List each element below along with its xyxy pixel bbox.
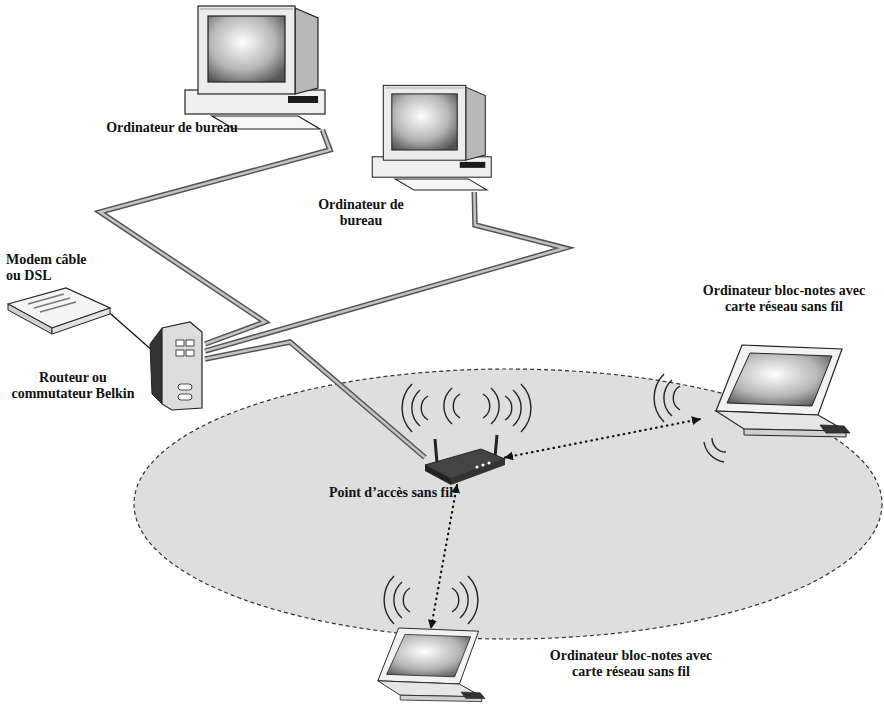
desktop-computer-icon: [185, 6, 325, 129]
wireless-link-arrow: [505, 419, 700, 457]
modem-icon: [8, 288, 110, 334]
desktop-computer-icon: [372, 85, 491, 190]
wireless-access-point: Point d’accès sans fil: [425, 435, 505, 485]
laptop-icon: [716, 345, 850, 437]
device-label: Ordinateur bloc-notes avec carte réseau …: [533, 648, 729, 680]
wireless-link-arrow: [431, 485, 457, 628]
device-label: Modem câble ou DSL: [6, 252, 94, 284]
device-label: Ordinateur bloc-notes avec carte réseau …: [686, 283, 882, 315]
device-label: Ordinateur de bureau: [102, 120, 242, 136]
network-cable: [205, 192, 565, 351]
desktop-computer: Ordinateur de bureau: [180, 2, 330, 130]
access-point-icon: [425, 435, 505, 485]
network-cable: [110, 313, 150, 348]
thin-cable: [110, 313, 150, 348]
router-switch: Routeur ou commutateur Belkin: [150, 322, 205, 410]
cable-outline: [205, 192, 565, 351]
laptop-computer: Ordinateur bloc-notes avec carte réseau …: [700, 345, 850, 440]
cable-core: [100, 130, 330, 344]
network-cable: [100, 130, 330, 344]
laptop-computer: Ordinateur bloc-notes avec carte réseau …: [365, 628, 485, 704]
device-label: Routeur ou commutateur Belkin: [4, 370, 142, 402]
cable-core: [205, 192, 565, 351]
dotted-link: [431, 485, 457, 628]
cable-outline: [205, 342, 425, 458]
dotted-link: [505, 419, 700, 457]
device-label: Ordinateur de bureau: [296, 197, 426, 229]
network-cable: [205, 342, 425, 458]
laptop-icon: [378, 628, 485, 702]
cable-outline: [100, 130, 330, 344]
modem: Modem câble ou DSL: [8, 288, 110, 334]
cable-core: [205, 342, 425, 458]
desktop-computer: Ordinateur de bureau: [368, 82, 493, 192]
device-label: Point d’accès sans fil: [321, 485, 461, 501]
router-icon: [150, 322, 202, 410]
